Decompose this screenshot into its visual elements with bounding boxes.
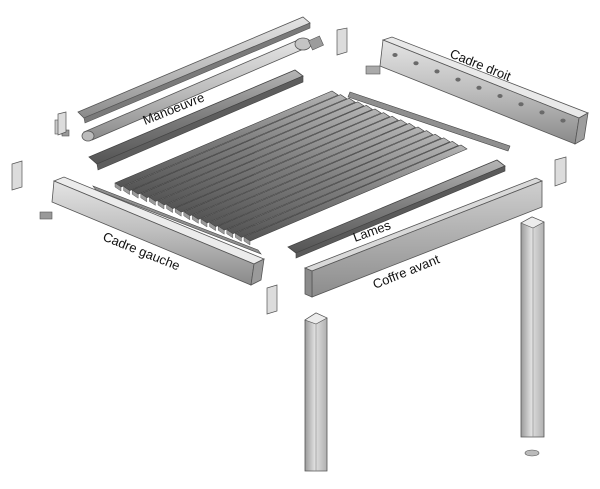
- lame-slat-end: [174, 207, 182, 217]
- lames-gutter: [287, 159, 506, 259]
- post-front-right: [520, 216, 545, 457]
- lames-slats-group: [114, 90, 468, 246]
- cadre-droit-hole: [497, 94, 503, 98]
- cadre-droit-hole: [434, 69, 440, 74]
- manoeuvre-motor-tube: [54, 35, 324, 142]
- lame-slat-end: [166, 204, 173, 213]
- manoeuvre-gutter: [88, 69, 304, 171]
- lame-slat-end: [226, 229, 234, 239]
- cadre-droit-hole: [476, 85, 482, 90]
- cadre-droit-beam: [365, 36, 589, 145]
- lame-slat-end: [192, 215, 199, 224]
- corner-brackets: [11, 27, 567, 315]
- lame-slat-end: [140, 193, 148, 203]
- coffre-avant-beam: [303, 177, 543, 298]
- lame-slat-end: [114, 182, 122, 192]
- lame-slat-end: [149, 197, 156, 206]
- lame-slat-end: [209, 222, 216, 231]
- cadre-droit-hole: [392, 53, 398, 57]
- lame-slat-end: [243, 236, 251, 246]
- lame-slat-end: [235, 233, 242, 242]
- cadre-droit-hole: [539, 110, 545, 115]
- side-bar-left: [92, 185, 262, 255]
- lame-slat-end: [200, 218, 208, 228]
- cadre-droit-hole: [518, 102, 524, 107]
- lame-slat-end: [131, 189, 139, 199]
- manoeuvre-rail-top: [77, 16, 311, 124]
- post-front-left: [304, 312, 328, 472]
- cadre-droit-hole: [413, 61, 419, 66]
- cadre-droit-hole: [455, 77, 461, 82]
- lame-slat-end: [217, 225, 225, 235]
- side-bar-right: [347, 91, 511, 152]
- lame-slat-end: [183, 211, 191, 221]
- cadre-gauche-beam: [39, 176, 265, 286]
- lame-slat-end: [123, 186, 130, 195]
- lame-slat-end: [157, 200, 165, 210]
- cadre-droit-holes: [392, 53, 566, 123]
- cadre-droit-hole: [560, 118, 566, 123]
